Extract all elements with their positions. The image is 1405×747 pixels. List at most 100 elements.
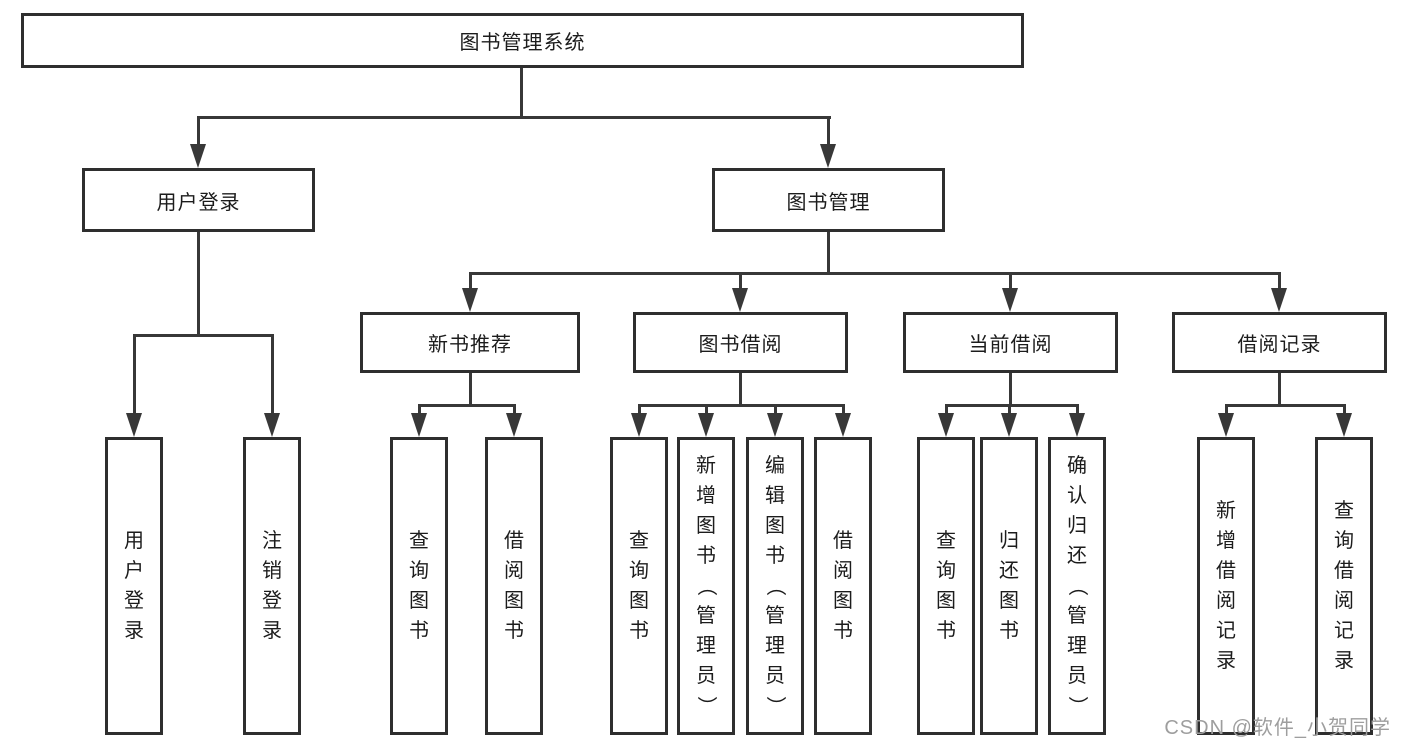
vertical-char: 阅 <box>1334 590 1354 612</box>
vertical-char: （ <box>1066 576 1088 596</box>
vertical-char: 借 <box>833 530 853 552</box>
leaf-logout: 注销登录 <box>243 437 301 735</box>
leaf-query-books-current: 查询图书 <box>917 437 975 735</box>
leaf-edit-books-admin: 编辑图书（管理员） <box>746 437 804 735</box>
vertical-char: 图 <box>936 590 956 612</box>
arrow-down-icon <box>1001 413 1017 437</box>
vertical-char: 记 <box>1334 620 1354 642</box>
node-user-login: 用户登录 <box>82 168 315 232</box>
connector-root-branch <box>197 116 831 119</box>
connector-to-leaf <box>774 404 777 415</box>
leaf-borrow-books: 借阅图书 <box>814 437 872 735</box>
leaf-confirm-return-admin: 确认归还（管理员） <box>1048 437 1106 735</box>
vertical-char: 员 <box>1067 665 1087 687</box>
leaf-user-login: 用户登录 <box>105 437 163 735</box>
csdn-watermark: CSDN @软件_小贺同学 <box>1164 717 1391 739</box>
node-new-book-recommend: 新书推荐 <box>360 312 580 373</box>
connector-to-leaf <box>1076 404 1079 415</box>
connector-to-records <box>1278 272 1281 290</box>
vertical-char: ） <box>695 696 717 716</box>
node-current-borrowing: 当前借阅 <box>903 312 1118 373</box>
arrow-down-icon <box>126 413 142 437</box>
connector-to-leaf <box>842 404 845 415</box>
node-borrowing-records: 借阅记录 <box>1172 312 1387 373</box>
vertical-char: ） <box>1066 696 1088 716</box>
vertical-char: 书 <box>409 620 429 642</box>
vertical-char: 增 <box>696 485 716 507</box>
vertical-char: 还 <box>1067 545 1087 567</box>
connector-to-leaf <box>705 404 708 415</box>
connector-to-leaf <box>271 334 274 415</box>
vertical-char: 图 <box>833 590 853 612</box>
connector-records-stem <box>1278 373 1281 407</box>
leaf-query-borrow-record: 查询借阅记录 <box>1315 437 1373 735</box>
arrow-down-icon <box>938 413 954 437</box>
vertical-char: 编 <box>765 455 785 477</box>
vertical-char: 查 <box>936 530 956 552</box>
arrow-down-icon <box>1069 413 1085 437</box>
connector-newbook-branch <box>418 404 515 407</box>
connector-to-borrowing <box>739 272 742 290</box>
vertical-char: 录 <box>124 620 144 642</box>
vertical-char: 员 <box>765 665 785 687</box>
vertical-char: 阅 <box>1216 590 1236 612</box>
vertical-char: 员 <box>696 665 716 687</box>
arrow-down-icon <box>411 413 427 437</box>
vertical-char: 书 <box>833 620 853 642</box>
vertical-char: 书 <box>765 545 785 567</box>
vertical-char: （ <box>695 576 717 596</box>
vertical-char: 书 <box>629 620 649 642</box>
arrow-down-icon <box>1336 413 1352 437</box>
connector-records-branch <box>1225 404 1345 407</box>
vertical-char: 图 <box>765 515 785 537</box>
arrow-down-icon <box>462 288 478 312</box>
connector-borrowing-branch <box>638 404 844 407</box>
arrow-down-icon <box>631 413 647 437</box>
connector-to-leaf <box>1008 404 1011 415</box>
connector-userlogin-branch <box>133 334 273 337</box>
vertical-char: 理 <box>765 635 785 657</box>
connector-bookmgmt-branch <box>469 272 1280 275</box>
vertical-char: 销 <box>262 560 282 582</box>
vertical-char: 录 <box>1334 650 1354 672</box>
vertical-char: 认 <box>1067 485 1087 507</box>
connector-to-book-mgmt <box>827 116 830 146</box>
vertical-char: 辑 <box>765 485 785 507</box>
vertical-char: 录 <box>262 620 282 642</box>
vertical-char: 录 <box>1216 650 1236 672</box>
arrow-down-icon <box>1002 288 1018 312</box>
vertical-char: 记 <box>1216 620 1236 642</box>
vertical-char: 图 <box>409 590 429 612</box>
node-book-management: 图书管理 <box>712 168 945 232</box>
vertical-char: 归 <box>999 530 1019 552</box>
vertical-char: ） <box>764 696 786 716</box>
vertical-char: 查 <box>1334 500 1354 522</box>
vertical-char: 书 <box>696 545 716 567</box>
arrow-down-icon <box>1271 288 1287 312</box>
arrow-down-icon <box>698 413 714 437</box>
node-book-borrowing: 图书借阅 <box>633 312 848 373</box>
connector-bookmgmt-stem <box>827 232 830 274</box>
arrow-down-icon <box>1218 413 1234 437</box>
vertical-char: 询 <box>409 560 429 582</box>
arrow-down-icon <box>506 413 522 437</box>
vertical-char: 管 <box>1067 605 1087 627</box>
vertical-char: 户 <box>124 560 144 582</box>
vertical-char: 登 <box>124 590 144 612</box>
vertical-char: 询 <box>936 560 956 582</box>
arrow-down-icon <box>820 144 836 168</box>
vertical-char: （ <box>764 576 786 596</box>
arrow-down-icon <box>264 413 280 437</box>
vertical-char: 询 <box>629 560 649 582</box>
vertical-char: 阅 <box>833 560 853 582</box>
leaf-return-books: 归还图书 <box>980 437 1038 735</box>
leaf-borrow-books-newbook: 借阅图书 <box>485 437 543 735</box>
vertical-char: 新 <box>1216 500 1236 522</box>
connector-userlogin-stem <box>197 232 200 336</box>
vertical-char: 图 <box>504 590 524 612</box>
vertical-char: 书 <box>504 620 524 642</box>
connector-to-newbook <box>469 272 472 290</box>
arrow-down-icon <box>835 413 851 437</box>
connector-to-leaf <box>133 334 136 415</box>
